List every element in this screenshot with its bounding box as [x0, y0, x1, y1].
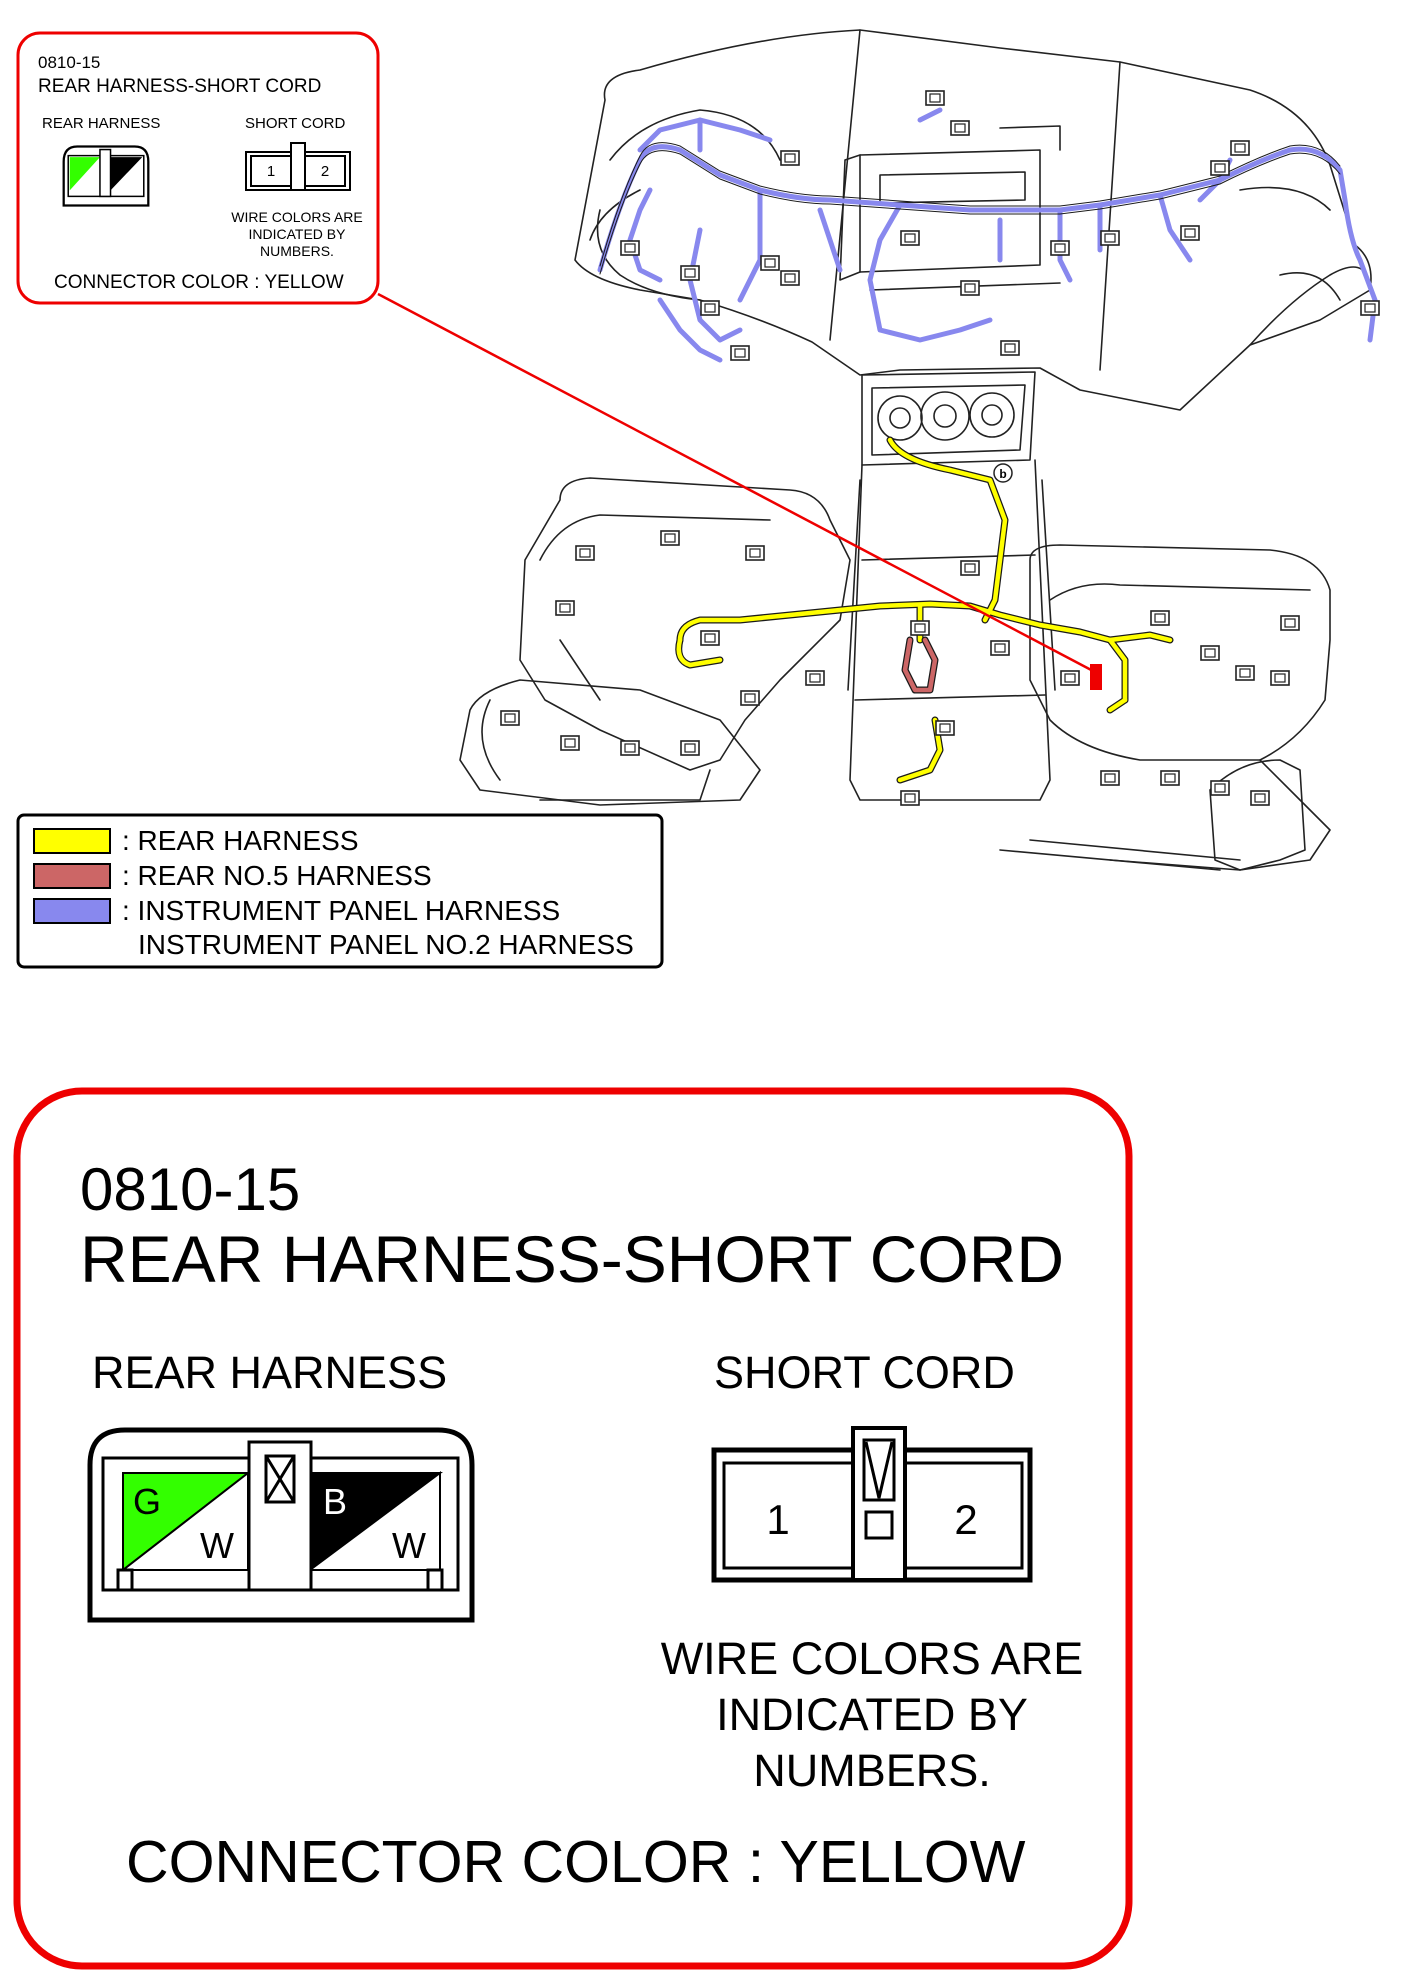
small-connector-label: 0810-15 REAR HARNESS-SHORT CORD REAR HAR…: [16, 31, 380, 305]
instrument-panel-harness-outline: [599, 142, 1341, 275]
harness-legend: : REAR HARNESS : REAR NO.5 HARNESS : INS…: [16, 813, 664, 969]
small-wire-note-line2: INDICATED BY: [249, 226, 347, 242]
wire-note-line2: INDICATED BY: [716, 1689, 1028, 1740]
vehicle-interior-drawing: [459, 29, 1372, 871]
short-cord-pin-2: 2: [954, 1496, 977, 1543]
location-callout: [377, 292, 1102, 690]
small-wire-note-line3: NUMBERS.: [260, 243, 334, 259]
pin-g-lower-label: W: [200, 1525, 234, 1566]
small-connection-title: REAR HARNESS-SHORT CORD: [38, 76, 321, 97]
legend-border: [16, 813, 664, 969]
small-pin-1: 1: [267, 163, 275, 180]
small-pin-2: 2: [321, 163, 329, 180]
small-connector-id: 0810-15: [38, 53, 100, 72]
rear-harness-label: REAR HARNESS: [92, 1347, 447, 1398]
location-marker: b: [993, 463, 1013, 483]
pin-b-lower-label: W: [392, 1525, 426, 1566]
short-cord-connector-icon: [711, 1426, 1033, 1583]
small-wire-note-line1: WIRE COLORS ARE: [231, 209, 362, 225]
connection-title: REAR HARNESS-SHORT CORD: [80, 1222, 1064, 1296]
legend-label-instrument-panel-harness: : INSTRUMENT PANEL HARNESS: [122, 895, 560, 926]
small-label-border: [16, 31, 380, 305]
short-cord-label: SHORT CORD: [714, 1347, 1015, 1398]
pin-g-upper-label: G: [133, 1481, 161, 1522]
small-left-connector-label: REAR HARNESS: [42, 115, 160, 132]
legend-swatch-rear-harness: [33, 828, 111, 854]
rear-harness-connector-icon: [87, 1427, 475, 1623]
small-short-cord-connector-icon: [245, 142, 351, 191]
large-label-border: [13, 1087, 1133, 1970]
connector-color-note: CONNECTOR COLOR : YELLOW: [126, 1829, 1026, 1895]
small-right-connector-label: SHORT CORD: [245, 115, 345, 132]
legend-label-rear-harness: : REAR HARNESS: [122, 825, 359, 856]
wire-note-line1: WIRE COLORS ARE: [661, 1633, 1084, 1684]
legend-label-rear-no5-harness: : REAR NO.5 HARNESS: [122, 860, 432, 891]
pin-b-upper-label: B: [323, 1481, 347, 1522]
small-rear-harness-connector-icon: [62, 144, 150, 208]
wire-note-line3: NUMBERS.: [753, 1745, 991, 1796]
large-connector-label: 0810-15 REAR HARNESS-SHORT CORD REAR HAR…: [13, 1087, 1133, 1970]
instrument-panel-harness-wires: [597, 107, 1378, 363]
short-cord-pin-1: 1: [766, 1496, 789, 1543]
rear-no5-harness-wires: [901, 636, 939, 694]
small-connector-color: CONNECTOR COLOR : YELLOW: [54, 272, 344, 293]
legend-swatch-instrument-panel-harness: [33, 898, 111, 924]
connector-id: 0810-15: [80, 1156, 300, 1223]
location-marker-label: b: [999, 467, 1006, 481]
legend-label-instrument-panel-no2-harness: INSTRUMENT PANEL NO.2 HARNESS: [138, 929, 634, 960]
legend-swatch-rear-no5-harness: [33, 863, 111, 889]
